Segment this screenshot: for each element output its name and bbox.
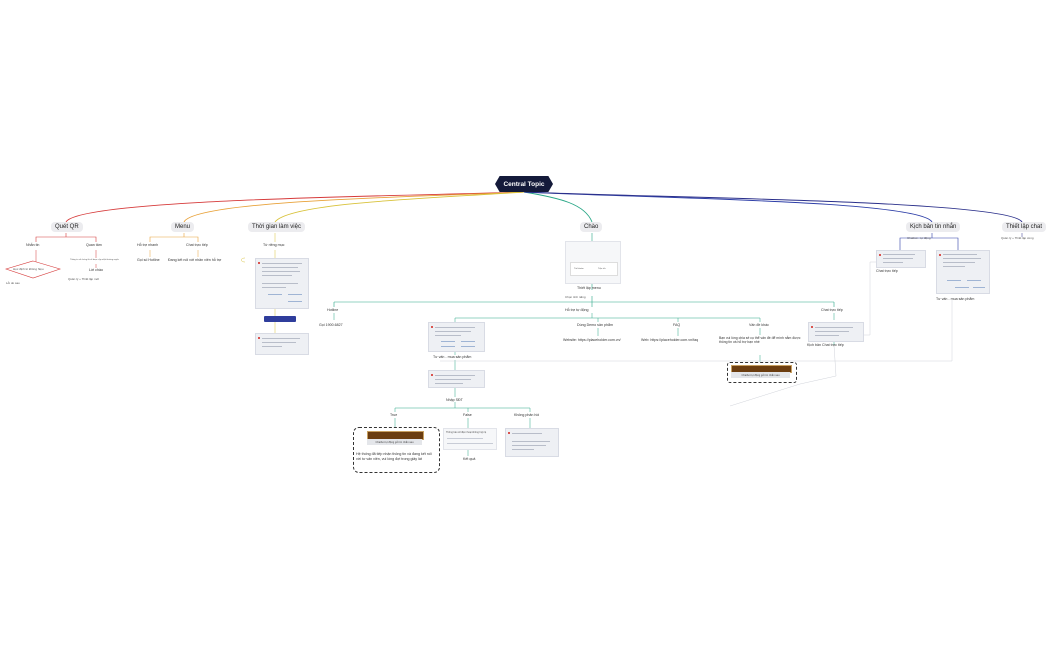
card-marker-icon — [258, 262, 260, 264]
message-card-khong-phan-hoi[interactable] — [505, 428, 559, 457]
node-loi-chao[interactable]: Lời chào — [89, 268, 103, 272]
quan-tam-note: Thông tin về chúng tôi sẽ được cập nhật … — [70, 259, 119, 261]
node-chat-truc-tiep[interactable]: Chat trực tiếp — [186, 243, 208, 247]
card-marker-icon — [431, 374, 433, 376]
chatbot-auto-note-2: Chatbot tự động gửi tin nhắn sau — [731, 372, 790, 378]
node-hotline[interactable]: Hotline — [327, 308, 339, 312]
card-marker-icon — [811, 326, 813, 328]
node-goi-hotline-number[interactable]: Gọi 1900.6827 — [319, 323, 343, 327]
false-result-card: Thông báo số điện thoại không hợp lệ — [443, 428, 497, 450]
node-quan-tam[interactable]: Quan tâm — [86, 243, 102, 247]
false-note: Thông báo số điện thoại không hợp lệ — [446, 431, 487, 434]
node-ho-tro-tu-dong[interactable]: Hỗ trợ tự động — [565, 308, 589, 312]
decision-node[interactable]: Học định kì không hiệu — [13, 267, 44, 271]
decision-result: Lỗi do sao — [6, 281, 20, 285]
card-marker-icon — [258, 337, 260, 339]
menu-preview: Tài khoản Tiện ích — [565, 241, 621, 284]
node-thiet-lap-menu[interactable]: Thiết lập menu — [577, 286, 601, 290]
true-result-group — [353, 427, 440, 473]
node-khong-phan-hoi[interactable]: Không phản hồi — [514, 413, 540, 417]
card-marker-icon — [431, 326, 433, 328]
node-faq[interactable]: FAQ — [673, 323, 681, 327]
chatbot-auto-note: Chatbot tự động gửi tin nhắn sau — [367, 439, 422, 445]
topic-quet-qr[interactable]: Quét QR — [51, 222, 83, 232]
node-goi-hotline[interactable]: Gọi số Hotline — [137, 258, 160, 262]
node-tu-rieng-muc[interactable]: Từ riêng mục — [263, 243, 285, 247]
node-quan-ly[interactable]: Quản lý + Thiết lập mới — [68, 277, 100, 281]
node-website[interactable]: Website: https://placeholder.com.vn/ — [563, 338, 621, 342]
preview-left-label: Tài khoản — [574, 268, 584, 270]
node-chatbot-tu-dong: Chatbot - tự động — [907, 236, 931, 240]
node-nhan-tin[interactable]: Nhắn tin — [26, 243, 40, 247]
message-card-chat-truc-tiep[interactable] — [808, 322, 864, 342]
node-kich-ban-chat-truc-tiep[interactable]: Kịch bản Chat trực tiếp — [807, 343, 844, 347]
node-kb-chat-truc-tiep[interactable]: Chat trực tiếp — [876, 269, 898, 273]
preview-right-label: Tiện ích — [598, 268, 606, 270]
node-nhap-sdt[interactable]: Nhập SĐT — [446, 398, 463, 402]
message-card-working-hours[interactable] — [255, 258, 309, 309]
card-marker-icon — [879, 254, 881, 256]
node-chat-truc-tiep-chao[interactable]: Chat trực tiếp — [821, 308, 843, 312]
node-faq-link[interactable]: Web: https://placeholder.com.vn/faq — [641, 338, 699, 342]
node-van-de-khac[interactable]: Vấn đề khác — [749, 323, 769, 327]
node-van-de-desc[interactable]: Bạn vui lòng chia sẻ cụ thể vấn đề để mì… — [719, 336, 801, 345]
node-ho-tro-nhanh[interactable]: Hỗ trợ nhanh — [137, 243, 159, 247]
topic-menu[interactable]: Menu — [171, 222, 195, 232]
node-ket-qua[interactable]: Kết quả — [463, 457, 476, 461]
node-ket-noi-nhan-vien[interactable]: Đang kết nối với nhân viên hỗ trợ — [168, 258, 222, 262]
central-topic[interactable]: Central Topic — [495, 176, 553, 192]
action-button[interactable] — [264, 316, 296, 322]
node-quan-ly-thiet-lap: Quản lý + Thiết lập cùng — [1001, 236, 1034, 240]
node-false[interactable]: False — [463, 413, 472, 417]
card-marker-icon — [939, 254, 941, 256]
node-kb-tu-van[interactable]: Tư vấn - mua sản phẩm — [936, 297, 975, 301]
topic-chao[interactable]: Chào — [580, 222, 603, 232]
node-dung-demo[interactable]: Dùng Demo sản phẩm — [577, 323, 613, 327]
topic-thoi-gian-lam-viec[interactable]: Thời gian làm việc — [248, 222, 305, 232]
topic-kich-ban-tin-nhan[interactable]: Kịch bản tin nhắn — [906, 222, 961, 232]
message-card-tu-van[interactable] — [428, 322, 485, 352]
node-true[interactable]: True — [390, 413, 398, 417]
van-de-result-group — [727, 362, 797, 383]
node-chon-tinh-nang: Chọn tính năng — [565, 295, 586, 299]
message-card-out-of-hours[interactable] — [255, 333, 309, 355]
topic-thiet-lap-chat[interactable]: Thiết lập chat — [1002, 222, 1047, 232]
message-card-nhap-sdt[interactable] — [428, 370, 485, 388]
true-result-note: Hệ thống đã tiếp nhận thông tin và đang … — [356, 452, 432, 461]
card-marker-icon — [508, 432, 510, 434]
message-card-kich-ban-tu-van[interactable] — [936, 250, 990, 294]
node-tu-van-mua-san-pham[interactable]: Tư vấn - mua sản phẩm — [433, 355, 472, 359]
message-card-kich-ban-chat[interactable] — [876, 250, 926, 268]
